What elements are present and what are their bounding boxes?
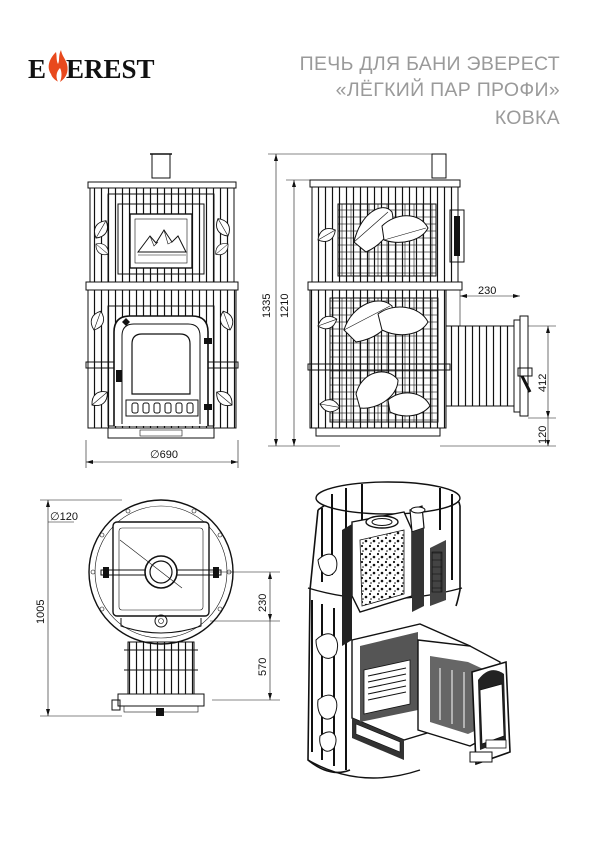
grate-bars	[367, 667, 407, 701]
dim-tunnel-depth: 570	[257, 658, 269, 676]
flame-icon	[48, 50, 68, 82]
dim-front-width: ∅690	[150, 449, 178, 461]
brand-letter-e: E	[28, 54, 46, 84]
top-water-tap	[154, 614, 168, 628]
flame-inner-icon	[56, 68, 62, 82]
dim-tunnel-bottom: 120	[537, 426, 549, 444]
isometric-cutaway	[307, 481, 511, 779]
water-tank-tap	[449, 209, 465, 263]
dim-chimney-offset: 230	[257, 594, 269, 612]
oak-leaf-ornament-lower	[315, 300, 431, 417]
door-glass	[131, 333, 191, 395]
dim-tunnel-height: 412	[537, 374, 549, 392]
dim-total-height: 1335	[261, 294, 273, 318]
brand-logo: E EREST	[28, 50, 155, 84]
door-air-vents	[131, 402, 194, 414]
title-line-1: ПЕЧЬ ДЛЯ БАНИ ЭВЕРЕСТ	[300, 53, 560, 75]
dim-tank-offset: 230	[478, 285, 496, 297]
fire-tunnel	[445, 325, 515, 407]
door-handle	[116, 370, 122, 382]
title-line-3: КОВКА	[495, 107, 560, 129]
top-view: ∅120 1005 230 570	[35, 499, 280, 717]
oak-leaf-ornament-upper	[314, 207, 429, 253]
tunnel-door-side	[519, 315, 529, 417]
front-chimney	[151, 153, 171, 179]
side-view: 1335 1210	[261, 153, 556, 447]
title-line-2: «ЛЁГКИЙ ПАР ПРОФИ»	[336, 77, 560, 101]
shell-leaf-ornaments	[315, 553, 338, 752]
dim-chimney-diameter: ∅120	[50, 511, 78, 523]
product-title: ПЕЧЬ ДЛЯ БАНИ ЭВЕРЕСТ «ЛЁГКИЙ ПАР ПРОФИ»…	[300, 53, 560, 129]
top-ring-rivets	[90, 508, 232, 612]
dim-body-height: 1210	[279, 294, 291, 318]
front-view: ∅690	[85, 153, 239, 468]
dim-top-depth: 1005	[35, 600, 47, 624]
sauna-stones	[359, 529, 405, 607]
side-chimney	[431, 153, 447, 179]
mountain-icon	[137, 229, 187, 253]
top-tunnel-door	[117, 693, 205, 707]
brand-name: EREST	[66, 54, 155, 84]
